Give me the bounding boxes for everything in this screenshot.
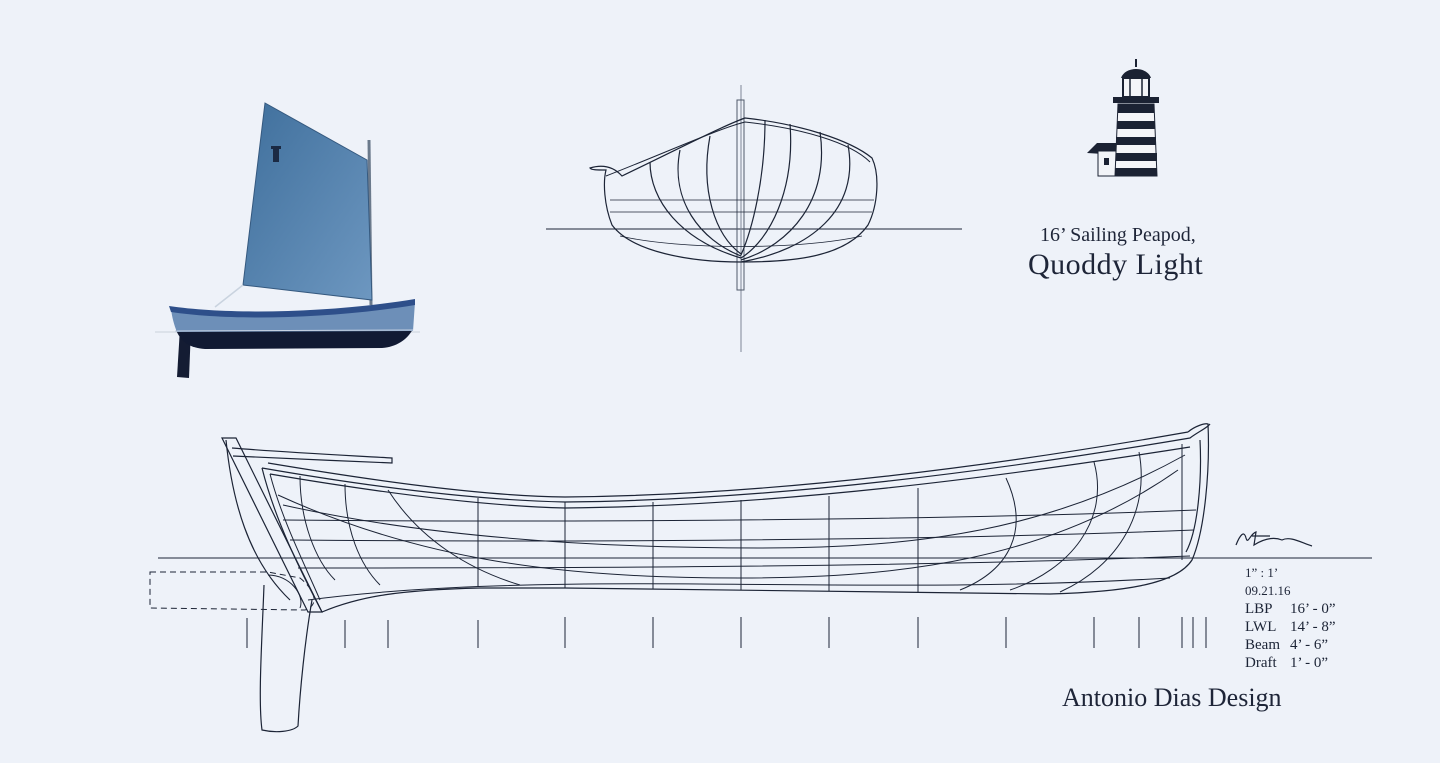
spec-row: Beam 4’ - 6” [1245,636,1336,654]
lighthouse-icon [1087,59,1159,177]
designer-signature-icon [1235,531,1313,547]
sail-plan-illustration [155,102,420,378]
spec-label: Beam [1245,637,1280,653]
boat-subtitle: 16’ Sailing Peapod, [1040,224,1196,246]
spec-row: LBP 16’ - 0” [1245,600,1336,618]
designer-name: Antonio Dias Design [1062,683,1282,712]
profile-lines-drawing [149,423,1372,733]
spec-value: 1’ - 0” [1290,655,1329,671]
spec-value: 16’ - 0” [1290,601,1336,617]
spec-value: 14’ - 8” [1290,619,1336,635]
drawing-scale: 1” : 1’ [1245,565,1279,580]
spec-row: LWL 14’ - 8” [1245,618,1336,636]
spec-label: LWL [1245,619,1277,635]
spec-value: 4’ - 6” [1290,637,1329,653]
specifications-table: LBP 16’ - 0” LWL 14’ - 8” Beam 4’ - 6” D… [1245,600,1336,672]
spec-label: Draft [1245,655,1277,671]
body-plan-drawing [546,85,962,352]
spec-label: LBP [1245,601,1273,617]
boat-title: Quoddy Light [1028,248,1204,281]
drawing-date: 09.21.16 [1245,583,1291,598]
spec-row: Draft 1’ - 0” [1245,654,1336,672]
